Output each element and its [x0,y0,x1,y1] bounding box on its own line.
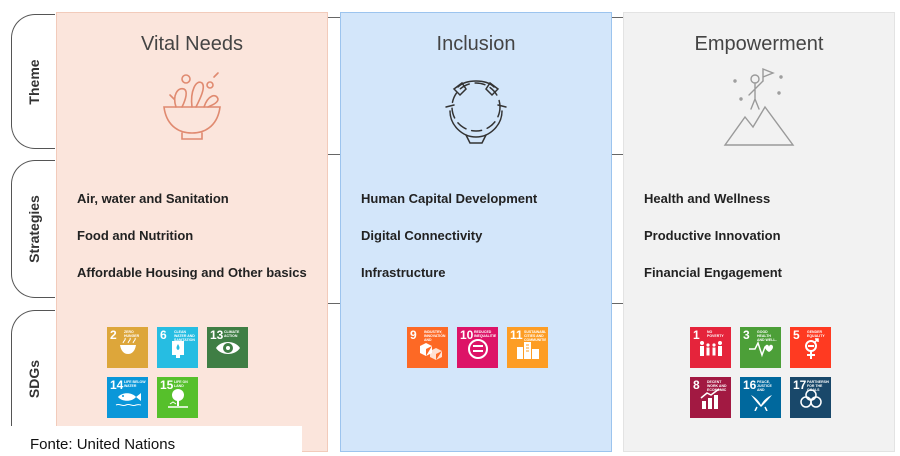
sdg-number: 11 [510,328,523,342]
sdg-name: GOOD HEALTH AND WELL-BEING [757,330,777,342]
summit-flag-icon [719,65,799,156]
strategy-item: Air, water and Sanitation [77,191,229,206]
strategy-list: Health and Wellness Productive Innovatio… [644,191,884,302]
sdg-number: 13 [210,328,224,342]
sdg-tile: 3 GOOD HEALTH AND WELL-BEING [740,327,781,368]
column-vital-needs: Vital Needs Air, water and Sanitation Fo… [56,12,328,452]
strategy-item: Health and Wellness [644,191,771,206]
rings-icon [790,387,831,416]
column-title: Inclusion [436,33,516,55]
sdg-name: LIFE BELOW WATER [124,380,146,388]
sdg-number: 5 [793,328,800,342]
eye-globe-icon [207,337,248,366]
sdg-name: ZERO HUNGER [124,330,140,338]
sdg-number: 3 [743,328,750,342]
sdg-icon-grid: 2 ZERO HUNGER 6 CLEAN WATER AND SANITATION 1… [107,327,248,418]
row-separator [612,154,623,155]
strategy-item: Affordable Housing and Other basics [77,265,307,280]
gender-icon [790,337,831,366]
strategy-list: Human Capital Development Digital Connec… [361,191,601,302]
sdg-icon-grid: 1 NO POVERTY 3 GOOD HEALTH AND WELL-BEING 5G… [690,327,831,418]
fish-icon [107,387,148,416]
heartbeat-icon [740,337,781,366]
sdg-name: PEACE, JUSTICE AND STRONG INSTITUTIONS [757,380,772,392]
column-title: Empowerment [694,33,824,55]
sdg-tile: 5 GENDER EQUALITY [790,327,831,368]
strategy-item: Infrastructure [361,265,446,280]
column-title: Vital Needs [141,33,243,55]
sdg-tile: 1 NO POVERTY [690,327,731,368]
sdg-number: 9 [410,328,417,342]
sdg-number: 14 [110,378,124,392]
sdg-tile: 6 CLEAN WATER AND SANITATION [157,327,198,368]
row-tab-strategies: Strategies [11,160,55,298]
sdg-tile: 17PARTNERSHIPS FOR THE GOALS [790,377,831,418]
row-separator [328,17,340,18]
salad-bowl-icon [152,65,232,150]
sdg-name: SUSTAINABLE CITIES AND COMMUNITIES [524,330,546,342]
sdg-name: CLEAN WATER AND SANITATION [174,330,195,342]
strategy-item: Digital Connectivity [361,228,483,243]
row-separator [328,154,340,155]
sdg-name: NO POVERTY [707,330,724,338]
sdg-name: CLIMATE ACTION [224,330,240,338]
sdg-number: 10 [460,328,474,342]
sdg-tile: 2 ZERO HUNGER [107,327,148,368]
row-separator [612,17,623,18]
sdg-number: 1 [693,328,700,342]
row-separator [612,303,623,304]
row-tab-sdgs: SDGs [11,310,55,447]
source-caption: Fonte: United Nations [0,426,302,456]
sdg-name: LIFE ON LAND [174,380,188,388]
row-label-theme: Theme [25,58,42,105]
row-separator [328,303,340,304]
family-icon [690,337,731,366]
strategy-item: Food and Nutrition [77,228,194,243]
cubes-icon [407,337,448,366]
sdg-tile: 11SUSTAINABLE CITIES AND COMMUNITIES [507,327,548,368]
dove-icon [740,387,781,416]
strategy-item: Financial Engagement [644,265,782,280]
sdg-number: 15 [160,378,174,392]
buildings-icon [507,337,548,366]
sdg-number: 2 [110,328,117,342]
strategy-item: Productive Innovation [644,228,781,243]
growth-chart-icon [690,387,731,416]
sdg-name: GENDER EQUALITY [807,330,825,338]
sdg-tile: 9 INDUSTRY, INNOVATION AND INFRASTRUCTURE [407,327,448,368]
equal-icon [457,337,498,366]
row-label-strategies: Strategies [25,195,42,263]
sdg-number: 16 [743,378,757,392]
tree-icon [157,387,198,416]
row-tab-theme: Theme [11,14,55,149]
sdg-name: INDUSTRY, INNOVATION AND INFRASTRUCTURE [424,330,446,342]
strategy-item: Human Capital Development [361,191,538,206]
water-icon [157,337,198,366]
sdg-number: 6 [160,328,167,342]
sdg-number: 17 [793,378,807,392]
sdg-name: REDUCED INEQUALITIES [474,330,496,338]
column-empowerment: Empowerment Health and Wellness Producti… [623,12,895,452]
strategy-list: Air, water and Sanitation Food and Nutri… [77,191,317,302]
row-label-sdgs: SDGs [25,359,42,399]
column-inclusion: Inclusion Human Capital Development Digi… [340,12,612,452]
bowl-icon [107,337,148,366]
sdg-icon-grid: 9 INDUSTRY, INNOVATION AND INFRASTRUCTURE… [407,327,548,368]
joined-hands-icon [436,65,516,152]
sdg-number: 8 [693,378,700,392]
